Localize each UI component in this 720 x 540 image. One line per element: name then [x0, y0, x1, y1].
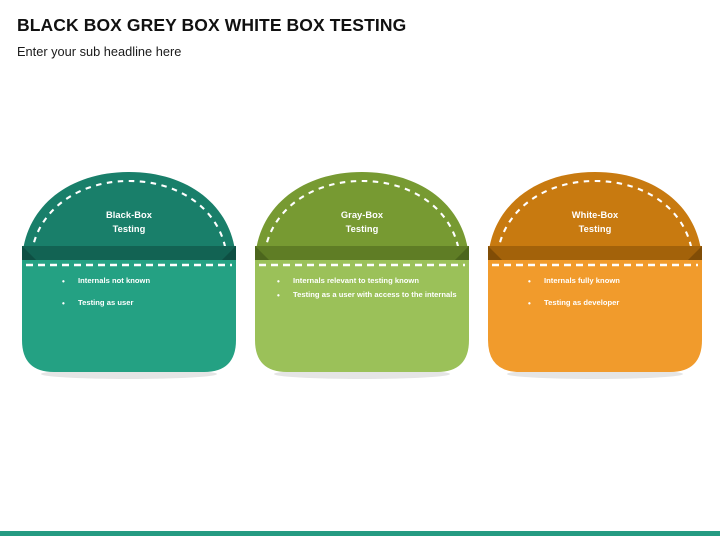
- page-subtitle: Enter your sub headline here: [17, 44, 182, 60]
- card-black-box-shape: [22, 172, 236, 379]
- lid-dashed-arc: [495, 179, 695, 264]
- lid-dashed-arc: [262, 179, 462, 264]
- header: BLACK BOX GREY BOX WHITE BOX TESTING Ent…: [17, 15, 697, 59]
- bottom-accent-bar: [0, 531, 720, 536]
- card-black-box[interactable]: Black-Box Testing • Internals not known …: [18, 168, 240, 384]
- card-gray-box-shape: [255, 172, 469, 379]
- card-lid: [255, 172, 469, 264]
- card-white-box-shape: [488, 172, 702, 379]
- card-body: [22, 260, 236, 372]
- lid-dashed-arc: [29, 179, 229, 264]
- card-lid: [22, 172, 236, 264]
- card-lid: [488, 172, 702, 264]
- card-body: [255, 260, 469, 372]
- page-title: BLACK BOX GREY BOX WHITE BOX TESTING: [17, 15, 407, 35]
- card-white-box[interactable]: White-Box Testing • Internals fully know…: [484, 168, 706, 384]
- card-gray-box[interactable]: Gray-Box Testing • Internals relevant to…: [251, 168, 473, 384]
- card-body: [488, 260, 702, 372]
